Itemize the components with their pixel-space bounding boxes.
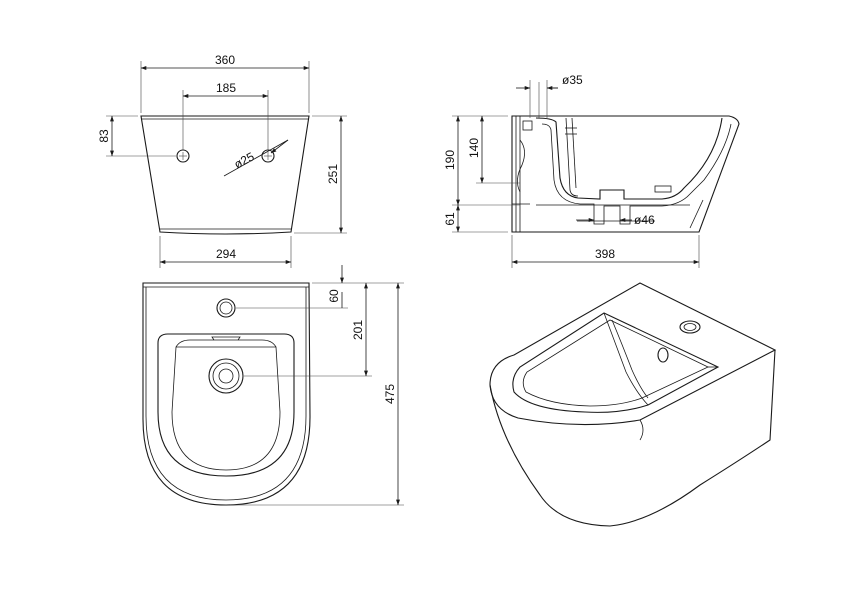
front-view: 360 185 83 ø25 251 294: [97, 53, 347, 268]
drain-icon: [208, 358, 244, 394]
bowl-section-inner: [541, 123, 732, 225]
side-view-outline: [511, 115, 740, 233]
dim-label-60: 60: [327, 289, 341, 303]
dim-label-360: 360: [215, 53, 235, 67]
dim-label-294: 294: [216, 247, 236, 261]
dim-label-185: 185: [216, 81, 236, 95]
iso-overflow-hole-icon: [657, 347, 669, 363]
plan-view-outline: [142, 282, 311, 506]
dim-label-o35: ø35: [562, 73, 583, 87]
leader-o25: [223, 139, 289, 177]
iso-body-outline: [489, 349, 776, 527]
dim-label-475: 475: [383, 384, 397, 404]
dim-label-140: 140: [467, 138, 481, 158]
iso-top-outline: [489, 282, 777, 426]
tap-hole-icon: [216, 298, 236, 318]
isometric-view: [489, 282, 777, 527]
iso-bowl-inner: [522, 319, 709, 407]
bowl-inner: [171, 339, 281, 471]
bowl-section-outer: [535, 117, 723, 200]
plan-view: 60 201 475: [142, 265, 404, 506]
dim-label-398: 398: [595, 247, 615, 261]
dim-label-o25: ø25: [232, 149, 257, 171]
bowl-rim: [157, 333, 295, 477]
dim-label-201: 201: [351, 320, 365, 340]
dim-label-251: 251: [326, 164, 340, 184]
front-view-outline: [140, 115, 310, 235]
dim-label-o46: ø46: [634, 213, 655, 227]
dim-label-61: 61: [443, 212, 457, 226]
dim-label-83: 83: [97, 129, 111, 143]
side-section-view: ø35 190 140 61 ø46 398: [443, 73, 740, 268]
dim-label-190: 190: [443, 150, 457, 170]
iso-tap-hole-icon: [679, 320, 701, 334]
iso-bowl-rim: [512, 312, 720, 413]
